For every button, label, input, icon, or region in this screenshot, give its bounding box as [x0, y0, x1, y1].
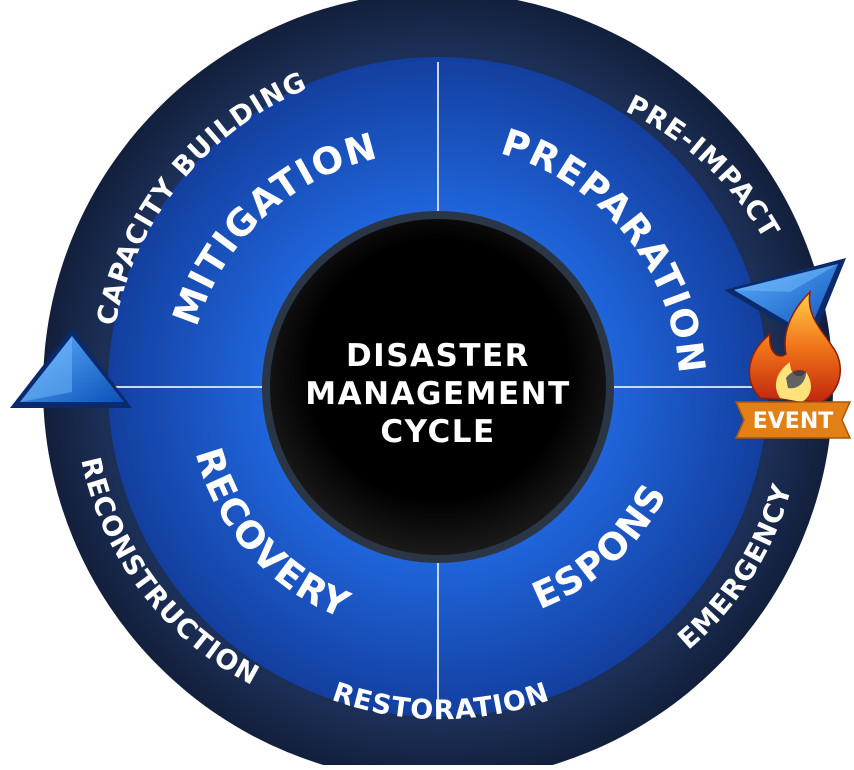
event-label: EVENT — [753, 409, 834, 434]
cycle-arrow-left-icon — [10, 328, 132, 408]
center-title-line-2: MANAGEMENT — [305, 376, 571, 412]
event-badge: EVENT — [734, 401, 852, 439]
center-disc — [270, 219, 606, 555]
center-title-line-1: DISASTER — [346, 338, 530, 374]
fire-icon — [748, 289, 841, 403]
center-title-line-3: CYCLE — [380, 414, 495, 450]
